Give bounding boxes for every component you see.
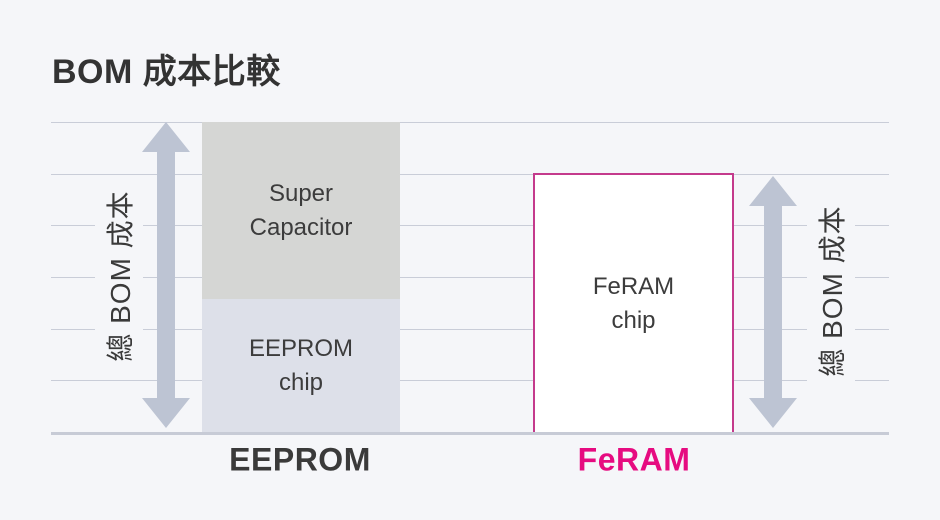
gridline [51,277,889,278]
double-arrow-icon [142,122,190,428]
total-cost-arrow-right [749,176,797,428]
super-capacitor-segment: Super Capacitor [202,122,400,299]
double-arrow-icon [749,176,797,428]
gridline [51,329,889,330]
super-capacitor-label: Super Capacitor [249,179,353,241]
x-axis-label-feram: FeRAM [577,441,691,478]
gridline [51,122,889,123]
gridline [51,225,889,226]
eeprom-chip-label: EEPROM chip [248,334,353,396]
gridline [51,174,889,175]
eeprom-stacked-bar: Super Capacitor EEPROM chip [202,122,400,432]
y-axis-label-right: 總 BOM 成本 [807,193,855,389]
feram-chip-label: FeRAM chip [592,272,675,334]
feram-bar: FeRAM chip [533,173,734,432]
x-axis-label-eeprom: EEPROM [229,441,371,478]
y-axis-label-left: 總 BOM 成本 [95,178,143,374]
eeprom-chip-segment: EEPROM chip [202,299,400,432]
total-cost-arrow-left [142,122,190,428]
page-title: BOM 成本比較 [52,53,281,91]
gridline [51,380,889,381]
chart-area: Super Capacitor EEPROM chip FeRAM chip [51,122,889,435]
